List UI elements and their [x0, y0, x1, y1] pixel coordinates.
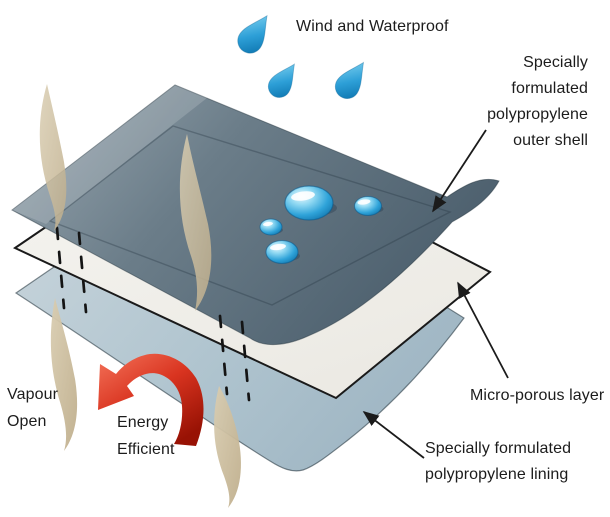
label-lining: Specially formulated polypropylene linin…: [425, 440, 572, 483]
vapour-wisp-4: [214, 386, 241, 508]
raindrop-icon-1: [232, 8, 278, 59]
raindrop-icon-2: [263, 57, 305, 103]
label-vapour-open: Vapour Open: [7, 386, 59, 430]
surface-droplet-2: [259, 218, 283, 236]
surface-droplet-4: [354, 196, 384, 216]
label-outer-shell: Specially formulated polypropylene outer…: [487, 54, 588, 149]
pointer-arrow-lining: [362, 411, 425, 459]
pointer-arrow-outer-shell: [432, 129, 487, 213]
pointer-arrow-micro-porous: [457, 281, 509, 379]
label-micro-porous: Micro-porous layer: [470, 387, 605, 404]
raindrop-icon-3: [330, 55, 374, 104]
surface-droplet-3: [265, 239, 300, 265]
vapour-wisp-3: [50, 298, 78, 451]
label-wind-waterproof: Wind and Waterproof: [296, 18, 449, 35]
layer-outer-shell: [11, 84, 500, 345]
label-energy-efficient: Energy Efficient: [117, 414, 175, 458]
surface-droplets: [259, 185, 384, 265]
vapour-wisp-1: [39, 84, 67, 231]
energy-efficient-arrow: [98, 353, 204, 446]
surface-droplet-1: [284, 185, 337, 221]
vapour-wisp-2: [179, 134, 212, 311]
